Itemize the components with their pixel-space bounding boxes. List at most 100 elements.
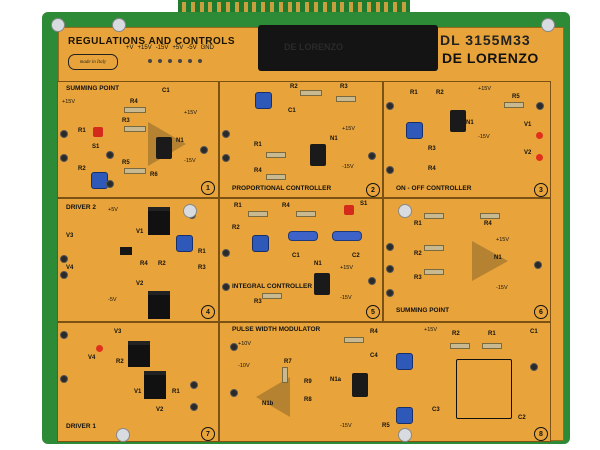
trimmer-pot[interactable] xyxy=(176,235,193,252)
jack[interactable] xyxy=(386,166,394,174)
terminal[interactable] xyxy=(148,59,152,63)
label-r4: R4 xyxy=(140,261,148,267)
jack[interactable] xyxy=(60,255,68,263)
jack[interactable] xyxy=(386,289,394,297)
jack[interactable] xyxy=(536,102,544,110)
label-minus10v: -10V xyxy=(238,363,250,369)
module-1-number: 1 xyxy=(201,181,215,195)
jack[interactable] xyxy=(230,389,238,397)
label-r1: R1 xyxy=(198,249,206,255)
jack[interactable] xyxy=(230,343,238,351)
jack[interactable] xyxy=(222,283,230,291)
label-r8: R8 xyxy=(304,397,312,403)
opamp-chip xyxy=(450,110,466,132)
jack[interactable] xyxy=(368,152,376,160)
jack[interactable] xyxy=(60,130,68,138)
label-r1: R1 xyxy=(172,389,180,395)
trimmer-pot[interactable] xyxy=(396,353,413,370)
label-r1: R1 xyxy=(78,128,86,134)
label-plus15v: +15V xyxy=(340,265,353,271)
resistor xyxy=(300,90,322,96)
terminal[interactable] xyxy=(198,59,202,63)
label-c2: C2 xyxy=(352,253,360,259)
label-c1: C1 xyxy=(530,329,538,335)
resistor xyxy=(344,337,364,343)
jack[interactable] xyxy=(106,180,114,188)
jack[interactable] xyxy=(222,130,230,138)
jack[interactable] xyxy=(368,277,376,285)
label-r7: R7 xyxy=(284,359,292,365)
heatsink-transistor xyxy=(148,207,170,235)
model-number: DL 3155M33 xyxy=(440,32,531,48)
mounting-screw xyxy=(116,428,130,442)
heatsink-transistor xyxy=(144,371,166,399)
opamp-chip xyxy=(310,144,326,166)
trimmer-pot[interactable] xyxy=(406,122,423,139)
label-v4: V4 xyxy=(66,265,74,271)
trimmer-pot[interactable] xyxy=(255,92,272,109)
opamp-symbol xyxy=(148,122,186,166)
module-4-number: 4 xyxy=(201,305,215,319)
label-plus15v: +15V xyxy=(342,126,355,132)
resistor xyxy=(124,126,146,132)
terminal[interactable] xyxy=(188,59,192,63)
label-v1: V1 xyxy=(136,229,144,235)
trimmer-pot[interactable] xyxy=(91,172,108,189)
label-plus10v: +10V xyxy=(238,341,251,347)
module-2-label: PROPORTIONAL CONTROLLER xyxy=(232,185,332,192)
resistor xyxy=(504,102,524,108)
resistor xyxy=(248,211,268,217)
edge-finger xyxy=(270,2,274,18)
jack[interactable] xyxy=(190,403,198,411)
jack[interactable] xyxy=(386,102,394,110)
resistor xyxy=(262,293,282,299)
led-v4 xyxy=(96,345,103,352)
jack[interactable] xyxy=(60,154,68,162)
comparator-symbol xyxy=(256,377,290,417)
resistor xyxy=(124,168,146,174)
jack[interactable] xyxy=(534,261,542,269)
jack[interactable] xyxy=(60,331,68,339)
terminal[interactable] xyxy=(178,59,182,63)
label-c1: C1 xyxy=(162,88,170,94)
trimmer-pot[interactable] xyxy=(396,407,413,424)
label-r1: R1 xyxy=(414,221,422,227)
edge-finger xyxy=(287,2,292,18)
jack[interactable] xyxy=(222,154,230,162)
label-plus15v: +15V xyxy=(478,86,491,92)
switch-s1[interactable] xyxy=(93,127,103,137)
module-2-number: 2 xyxy=(366,183,380,197)
trimmer-pot[interactable] xyxy=(252,235,269,252)
label-v3: V3 xyxy=(66,233,74,239)
label-r3: R3 xyxy=(414,275,422,281)
switch-s1[interactable] xyxy=(344,205,354,215)
jack[interactable] xyxy=(106,151,114,159)
label-minus15v: -15V xyxy=(340,295,352,301)
terminal[interactable] xyxy=(168,59,172,63)
module-4: DRIVER 2 4 +5V V1 V3 V4 V2 R4 R2 R1 R3 -… xyxy=(57,198,219,322)
jack[interactable] xyxy=(60,271,68,279)
opamp-chip xyxy=(352,373,368,397)
terminal[interactable] xyxy=(158,59,162,63)
jack[interactable] xyxy=(386,243,394,251)
module-3-label: ON - OFF CONTROLLER xyxy=(396,185,472,192)
edge-finger xyxy=(314,2,318,18)
label-minus15v: -15V xyxy=(340,423,352,429)
module-1-label: SUMMING POINT xyxy=(66,85,120,92)
edge-finger xyxy=(296,2,301,18)
transistor xyxy=(120,247,132,255)
label-n1: N1 xyxy=(466,120,474,126)
label-c4: C4 xyxy=(370,353,378,359)
rail-label: -5V xyxy=(187,45,197,51)
jack[interactable] xyxy=(200,146,208,154)
jack[interactable] xyxy=(60,375,68,383)
jack[interactable] xyxy=(222,249,230,257)
label-n1: N1 xyxy=(494,255,502,261)
board-title: REGULATIONS AND CONTROLS xyxy=(68,36,235,47)
jack[interactable] xyxy=(530,363,538,371)
jack[interactable] xyxy=(190,381,198,389)
jack[interactable] xyxy=(386,265,394,273)
label-r1: R1 xyxy=(410,90,418,96)
label-v1: V1 xyxy=(524,122,532,128)
module-3-number: 3 xyxy=(534,183,548,197)
